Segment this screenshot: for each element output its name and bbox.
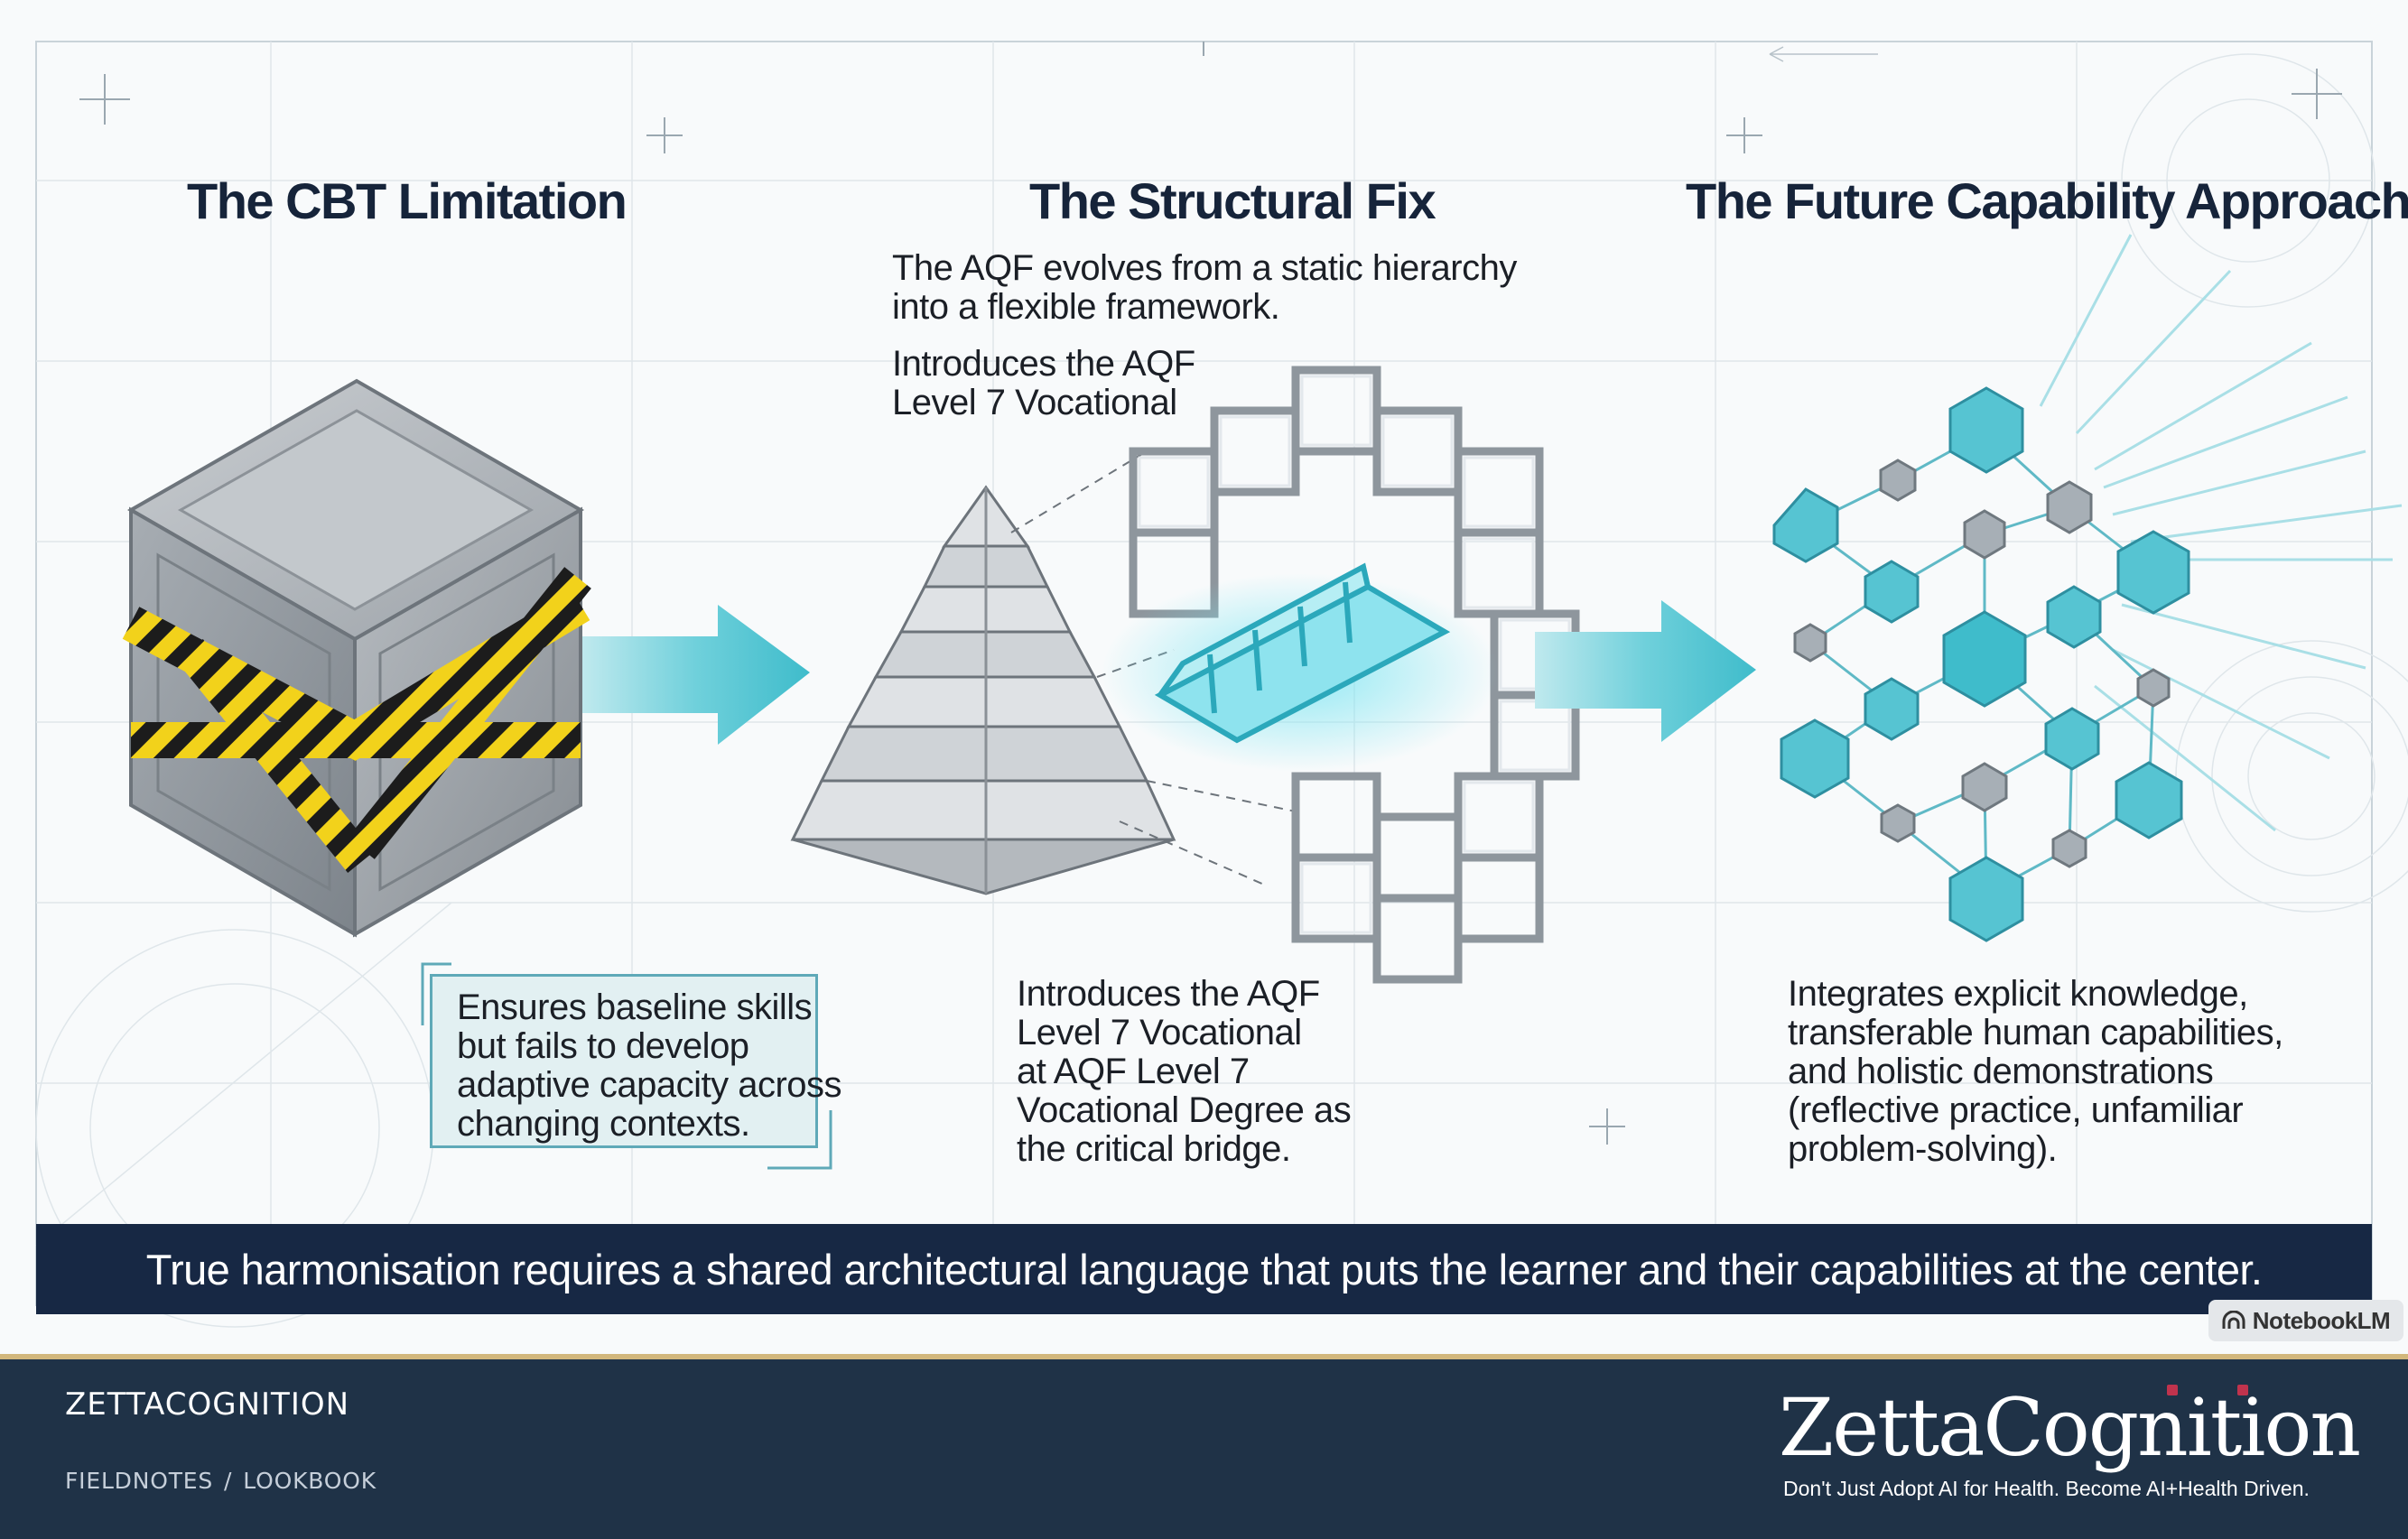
zettacognition-logo[interactable]: ZettaCognition <box>1779 1381 2361 1507</box>
right-arrow-icon <box>582 605 810 745</box>
column-title-future-capability: The Future Capability Approach <box>1686 172 2408 229</box>
right-arrow-icon-2 <box>1535 600 1756 742</box>
notebooklm-icon <box>2222 1311 2245 1329</box>
text-line: Level 7 Vocational <box>1017 1013 1302 1052</box>
logo-wordmark: ZettaCognition <box>1779 1381 2361 1474</box>
text-line: the critical bridge. <box>1017 1129 1291 1169</box>
registration-marks <box>79 42 2342 1145</box>
summary-banner: True harmonisation requires a shared arc… <box>36 1224 2372 1314</box>
text-line: Introduces the AQF <box>892 344 1195 384</box>
future-capability-description: Integrates explicit knowledge, transfera… <box>1788 975 2283 1169</box>
structural-fix-level7-note: Introduces the AQF Level 7 Vocational <box>892 345 1195 422</box>
notebooklm-badge[interactable]: NotebookLM <box>2208 1300 2403 1341</box>
text-line: (reflective practice, unfamiliar <box>1788 1090 2244 1130</box>
text-line: Ensures baseline skills <box>457 987 813 1027</box>
text-line: Introduces the AQF <box>1017 974 1320 1014</box>
text-line: Integrates explicit knowledge, <box>1788 974 2248 1014</box>
text-line: changing contexts. <box>457 1104 750 1144</box>
footer <box>0 1359 2408 1539</box>
lattice-framework-icon <box>1129 366 1580 984</box>
column-title-structural-fix: The Structural Fix <box>1029 172 1436 229</box>
footer-brand-name[interactable]: ZETTACOGNITION <box>65 1386 350 1423</box>
text-line: Vocational Degree as <box>1017 1090 1352 1130</box>
column-title-cbt-limitation: The CBT Limitation <box>187 172 628 229</box>
text-line: at AQF Level 7 <box>1017 1052 1250 1091</box>
bridge-icon <box>1102 562 1499 772</box>
callout-brackets <box>421 962 832 1170</box>
pyramid-icon <box>790 485 1176 895</box>
logo-tagline: Don't Just Adopt AI for Health. Become A… <box>1783 1477 2310 1500</box>
text-line: but fails to develop <box>457 1026 749 1066</box>
breadcrumb-fieldnotes[interactable]: FIELDNOTES <box>65 1468 214 1494</box>
structural-fix-description: Introduces the AQF Level 7 Vocational at… <box>1017 974 1352 1169</box>
text-line: problem-solving). <box>1788 1129 2058 1169</box>
summary-banner-text: True harmonisation requires a shared arc… <box>145 1245 2263 1293</box>
cbt-callout-text: Ensures baseline skills but fails to dev… <box>457 987 842 1144</box>
footer-divider <box>0 1354 2408 1359</box>
locked-cube-icon <box>122 378 591 938</box>
infographic-artwork <box>35 41 2408 1328</box>
text-line: and holistic demonstrations <box>1788 1052 2214 1091</box>
text-line: Level 7 Vocational <box>892 383 1177 422</box>
breadcrumb-lookbook[interactable]: LOOKBOOK <box>243 1468 377 1494</box>
text-line: into a flexible framework. <box>892 287 1280 327</box>
structural-fix-intro: The AQF evolves from a static hierarchy … <box>892 249 1517 327</box>
infographic: The CBT Limitation The Structural Fix Th… <box>35 41 2408 1341</box>
logo-accent-dots <box>2167 1385 2248 1395</box>
text-line: adaptive capacity across <box>457 1065 842 1105</box>
breadcrumb-separator: / <box>224 1468 233 1494</box>
notebooklm-label: NotebookLM <box>2252 1306 2391 1334</box>
breadcrumb: FIELDNOTES / LOOKBOOK <box>65 1468 377 1494</box>
text-line: The AQF evolves from a static hierarchy <box>892 248 1517 288</box>
radiating-lines <box>2039 234 2403 832</box>
lattice-highlights <box>1138 375 1571 934</box>
text-line: transferable human capabilities, <box>1788 1013 2283 1052</box>
capability-network-icon <box>1772 386 2190 942</box>
cbt-callout-box <box>430 974 818 1148</box>
